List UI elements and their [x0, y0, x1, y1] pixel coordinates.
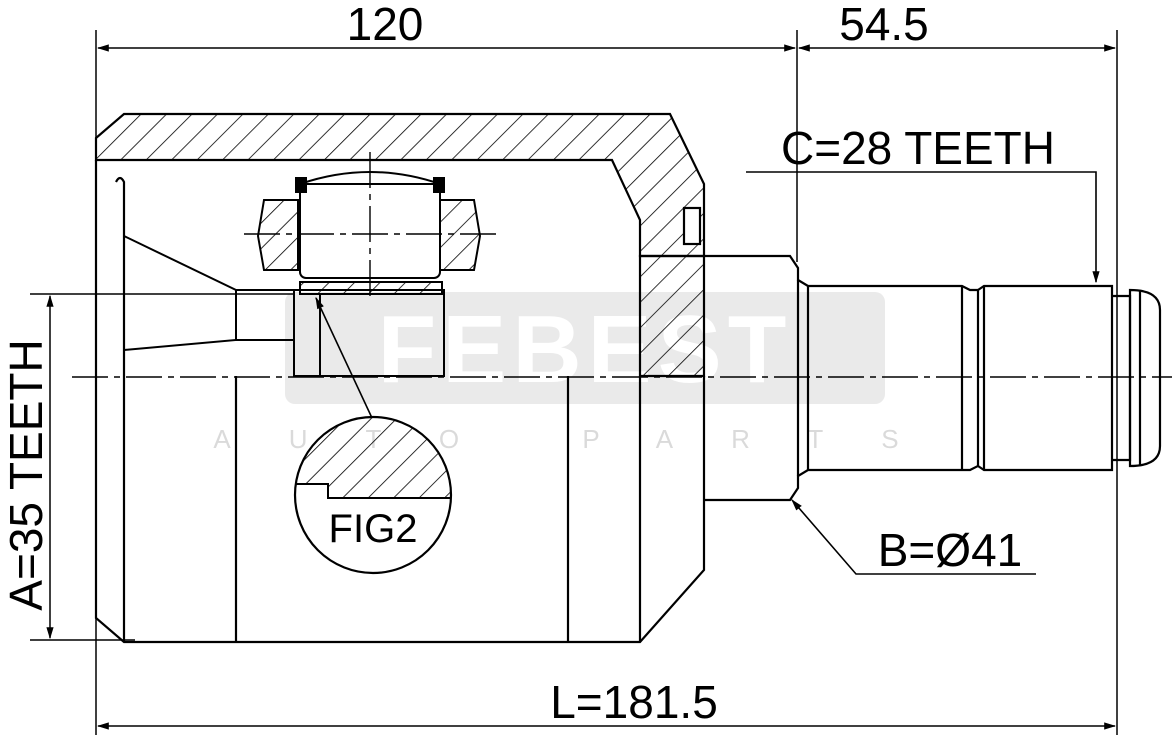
spline-a-label: A=35 TEETH	[0, 339, 52, 610]
length-l-label: L=181.5	[550, 676, 718, 728]
output-shaft	[704, 254, 1162, 502]
spline-c-leader	[746, 171, 1100, 284]
fig2-leader	[315, 296, 373, 419]
dim-120-label: 120	[347, 0, 424, 50]
outer-housing	[94, 112, 706, 644]
callouts	[746, 171, 1100, 575]
dim-54-5-label: 54.5	[839, 0, 929, 50]
spline-c-label: C=28 TEETH	[781, 122, 1055, 174]
center-lines	[72, 152, 1172, 378]
fig2-label: FIG2	[329, 507, 418, 551]
diameter-b-label: B=Ø41	[878, 524, 1023, 576]
watermark-brand: FEBEST	[378, 296, 793, 403]
diameter-b-leader	[791, 499, 1036, 575]
dimension-lines	[46, 44, 1117, 730]
fig2-circle	[293, 415, 453, 575]
